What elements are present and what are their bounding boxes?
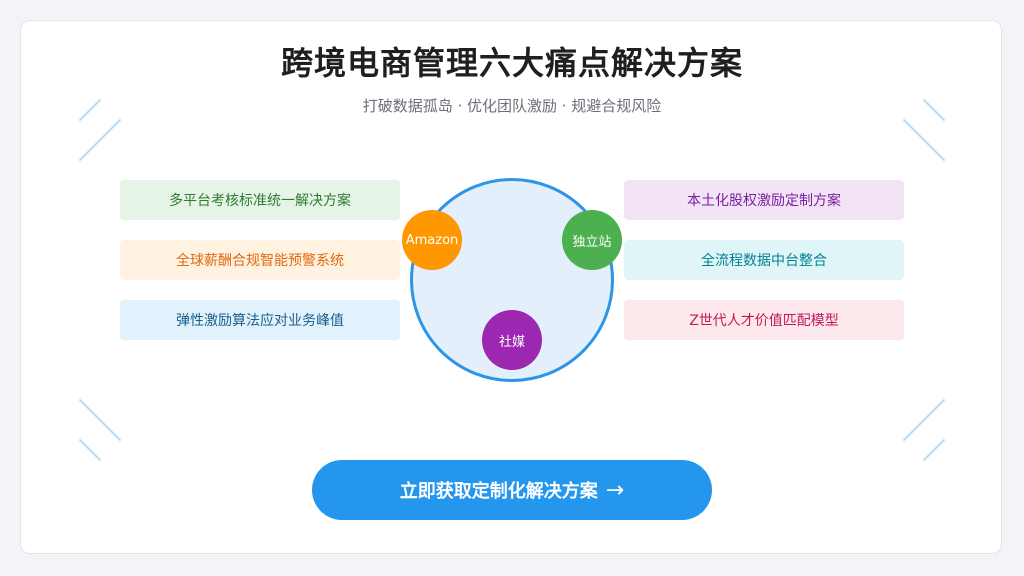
node-label: Amazon: [405, 232, 459, 248]
arrow-right-icon: →: [605, 477, 625, 503]
page-title: 跨境电商管理六大痛点解决方案: [280, 44, 743, 82]
right-item-1: 本土化股权激励定制方案: [624, 180, 904, 220]
node-social-media: 社媒: [482, 310, 542, 370]
node-label: 独立站: [572, 234, 612, 250]
right-item-label: 全流程数据中台整合: [701, 253, 827, 269]
page-subtitle: 打破数据孤岛 · 优化团队激励 · 规避合规风险: [362, 97, 662, 115]
right-item-label: Z世代人才价值匹配模型: [689, 313, 839, 329]
node-independent-site: 独立站: [562, 210, 622, 270]
node-amazon: Amazon: [402, 210, 462, 270]
right-item-2: 全流程数据中台整合: [624, 240, 904, 280]
node-label: 社媒: [498, 334, 525, 350]
left-item-label: 全球薪酬合规智能预警系统: [176, 253, 344, 269]
deco-line-tr-long: [903, 119, 945, 161]
deco-line-bl-short: [79, 439, 101, 461]
cta-label: 立即获取定制化解决方案: [399, 481, 598, 502]
left-item-2: 全球薪酬合规智能预警系统: [120, 240, 400, 280]
left-item-label: 多平台考核标准统一解决方案: [169, 193, 351, 209]
channel-hub: Amazon 独立站 社媒: [402, 178, 622, 382]
deco-line-tr-short: [923, 99, 945, 121]
right-item-3: Z世代人才价值匹配模型: [624, 300, 904, 340]
right-item-label: 本土化股权激励定制方案: [687, 193, 841, 209]
deco-line-tl-long: [79, 119, 121, 161]
left-item-3: 弹性激励算法应对业务峰值: [120, 300, 400, 340]
deco-line-br-short: [923, 439, 945, 461]
deco-line-bl-long: [79, 399, 121, 441]
left-item-label: 弹性激励算法应对业务峰值: [176, 313, 344, 329]
get-solution-button[interactable]: 立即获取定制化解决方案 →: [312, 460, 712, 520]
deco-line-tl-short: [79, 99, 101, 121]
left-item-1: 多平台考核标准统一解决方案: [120, 180, 400, 220]
deco-line-br-long: [903, 399, 945, 441]
